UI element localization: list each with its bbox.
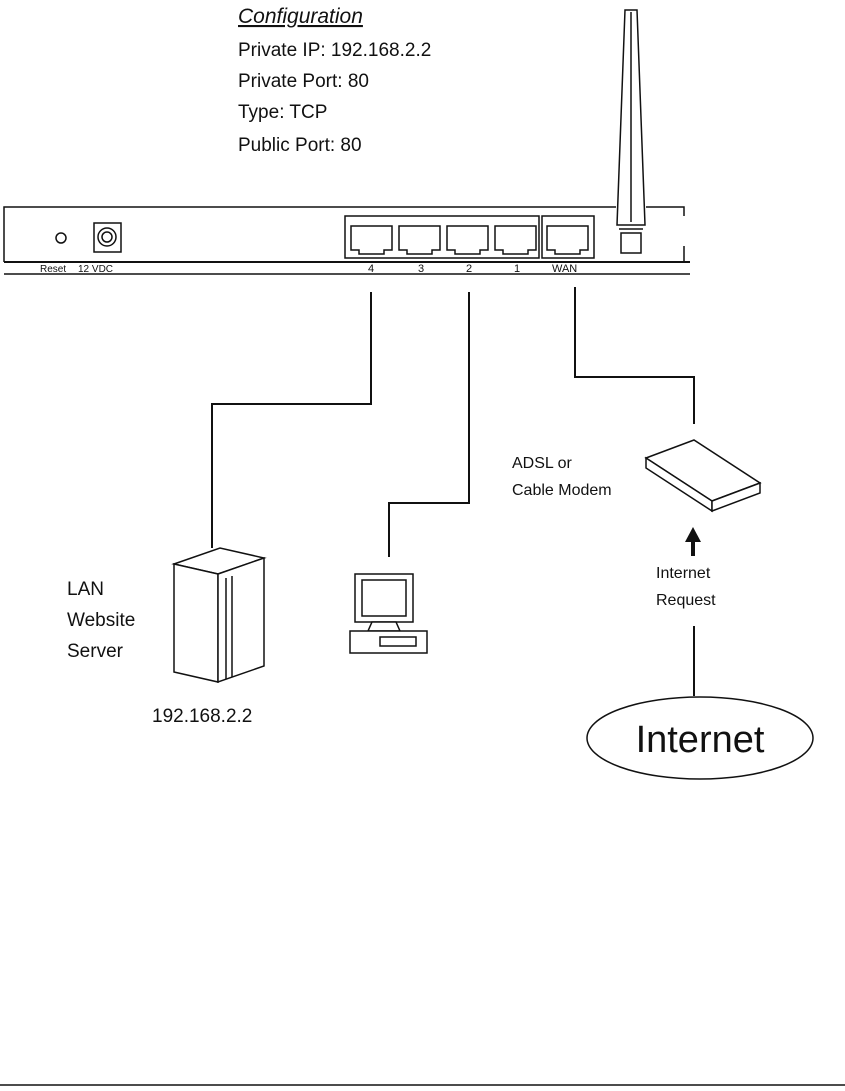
- config-line-type: Type: TCP: [238, 102, 327, 123]
- modem-icon: [646, 440, 760, 511]
- arrow-up-icon: [685, 527, 701, 556]
- config-line-private-port: Private Port: 80: [238, 71, 369, 92]
- cable-wan-to-modem: [575, 287, 694, 424]
- reset-label: Reset: [40, 264, 66, 275]
- modem-label-line2: Cable Modem: [512, 482, 612, 499]
- wan-label: WAN: [552, 263, 577, 275]
- port-label-4: 4: [368, 263, 374, 275]
- reset-button-icon: [56, 233, 66, 243]
- lan-port-4: [351, 226, 392, 254]
- lan-port-1: [495, 226, 536, 254]
- server-icon: [174, 548, 264, 682]
- internet-request-line2: Request: [656, 592, 716, 609]
- power-jack-icon: [94, 223, 121, 252]
- lan-port-3: [399, 226, 440, 254]
- modem-label-line1: ADSL or: [512, 455, 573, 472]
- internet-cloud-label: Internet: [636, 719, 765, 761]
- computer-icon: [350, 574, 427, 653]
- config-line-public-port: Public Port: 80: [238, 135, 362, 156]
- cable-port2-to-pc: [389, 292, 469, 557]
- configuration-block: Configuration Private IP: 192.168.2.2 Pr…: [238, 5, 431, 156]
- router-back-panel: Reset 12 VDC 4 3 2 1 WAN: [4, 207, 690, 275]
- power-label: 12 VDC: [78, 264, 113, 275]
- lan-port-2: [447, 226, 488, 254]
- config-line-private-ip: Private IP: 192.168.2.2: [238, 40, 431, 61]
- internet-request-line1: Internet: [656, 565, 711, 582]
- port-label-2: 2: [466, 263, 472, 275]
- server-label-line1: LAN: [67, 579, 104, 600]
- server-ip-label: 192.168.2.2: [152, 706, 252, 727]
- port-label-3: 3: [418, 263, 424, 275]
- configuration-heading: Configuration: [238, 5, 363, 28]
- port-label-1: 1: [514, 263, 520, 275]
- wan-port: [547, 226, 588, 254]
- server-label-line2: Website: [67, 610, 135, 631]
- antenna-icon: [617, 10, 645, 253]
- server-label-line3: Server: [67, 641, 124, 662]
- cable-port4-to-server: [212, 292, 371, 548]
